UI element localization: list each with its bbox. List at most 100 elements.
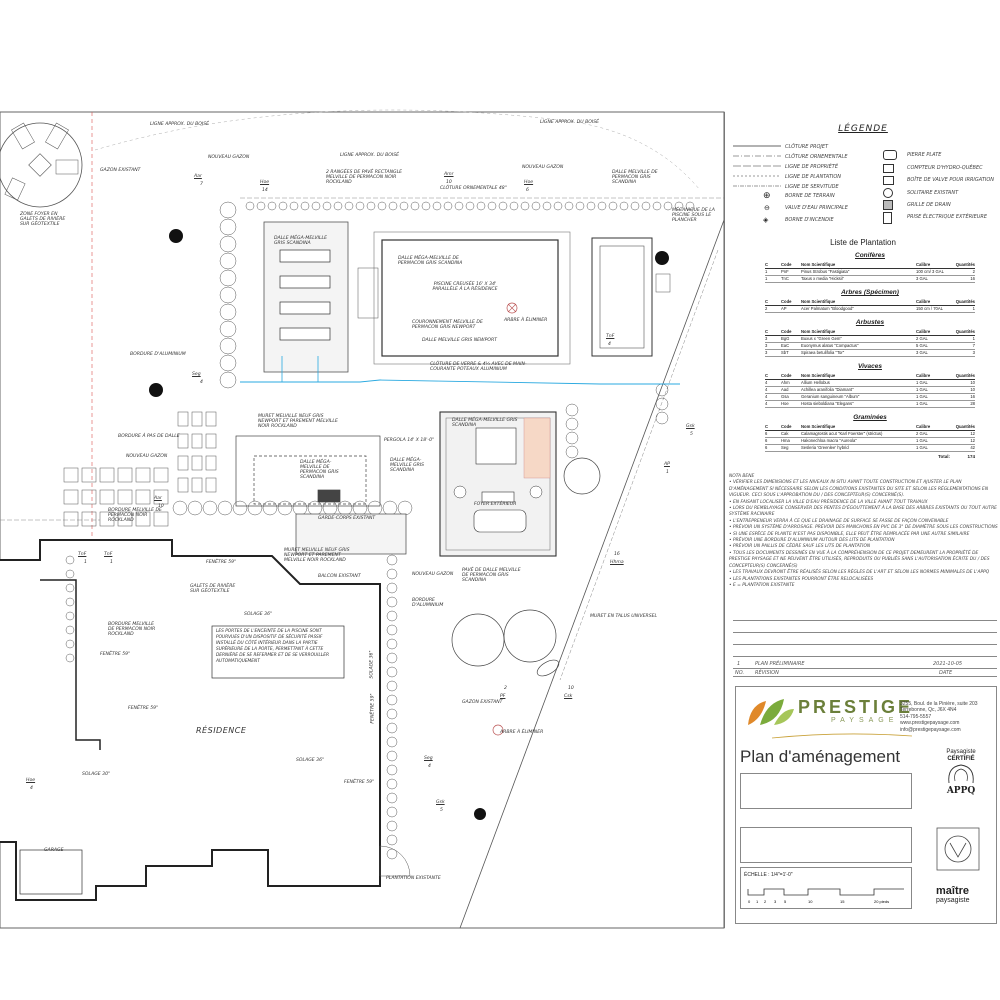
bed-shrub bbox=[232, 500, 248, 516]
hedge-shrub bbox=[619, 201, 629, 211]
plan-annotations: LIGNE APPROX. DU BOISÉ LIGNE APPROX. DU … bbox=[20, 120, 715, 881]
legend-symbol-r3: BOÎTE DE VALVE POUR IRRIGATION bbox=[907, 177, 995, 183]
plant-category-title: Conifères bbox=[855, 252, 885, 259]
plant-header-cell: Nom Scientifique bbox=[801, 329, 836, 334]
plant-cell: 16 bbox=[970, 276, 975, 281]
stepping-stone bbox=[81, 511, 97, 527]
sheet-sidebar: LÉGENDE CLÔTURE PROJET CLÔTURE ORNEMENTA… bbox=[724, 112, 1000, 928]
scale-tick-label: 1 bbox=[756, 899, 759, 904]
bed-shrub bbox=[65, 583, 75, 593]
hedge-shrub bbox=[542, 201, 552, 211]
note-item: • SI UNE ESPÈCE DE PLANTE N'EST PAS DISP… bbox=[729, 531, 970, 537]
hedge-cedar bbox=[219, 303, 237, 321]
appq-emblem-icon bbox=[948, 764, 974, 784]
hedge-shrub bbox=[608, 201, 618, 211]
bed-shrub bbox=[386, 568, 398, 580]
note-item: • PRÉVOIR UNE BORDURE D'ALUMINIUM AUTOUR… bbox=[729, 538, 895, 544]
tag-hoe-qty: 14 bbox=[262, 188, 268, 193]
plant-cell: 1 GAL bbox=[916, 380, 928, 385]
hedge-shrub bbox=[410, 201, 420, 211]
tag-ap-code: AP bbox=[664, 462, 670, 467]
label-woodland-3: LIGNE APPROX. DU BOISÉ bbox=[340, 153, 400, 158]
plant-header-cell: C bbox=[765, 373, 769, 378]
tag-tnf2-qty: 1 bbox=[84, 560, 87, 565]
hedge-shrub bbox=[377, 201, 387, 211]
bed-shrub bbox=[202, 500, 218, 516]
plant-category-title: Arbres (Spécimen) bbox=[841, 289, 899, 296]
label-fire-pit: ZONE FOYER EN GALETS DE RIVIÈRE SUR GÉOT… bbox=[20, 212, 66, 227]
plant-cell: 1 GAL bbox=[916, 387, 928, 392]
plant-cell: Hoe bbox=[781, 401, 789, 406]
hedge-shrub bbox=[641, 201, 651, 211]
rev-head-desc: RÉVISION bbox=[755, 670, 779, 676]
plant-cell: Allium Hellobus bbox=[801, 380, 830, 385]
garage-outline bbox=[19, 849, 83, 895]
water-valve-icon: ⊖ bbox=[764, 205, 770, 212]
bed-shrub bbox=[386, 596, 398, 608]
note-item: • PRÉVOIR UN SYSTÈME D'ARROSAGE. PRÉVOIR… bbox=[729, 525, 998, 531]
bed-shrub bbox=[277, 500, 293, 516]
hedge-shrub bbox=[443, 201, 453, 211]
bed-shrub bbox=[386, 792, 398, 804]
plant-cell: 7 bbox=[972, 343, 975, 348]
plant-cell: 3 bbox=[765, 343, 768, 348]
tag-seg2-qty: 4 bbox=[428, 764, 431, 769]
plant-cell: Euonymus alatus "Compactus" bbox=[801, 343, 859, 348]
plant-cell: 1 bbox=[765, 269, 768, 274]
label-residence: RÉSIDENCE bbox=[196, 726, 247, 735]
label-existing-plants: PLANTATION EXISTANTE bbox=[386, 876, 441, 881]
label-garage: GARAGE bbox=[44, 848, 64, 853]
plant-header-cell: Quantités bbox=[955, 329, 975, 334]
hedge-cedar bbox=[219, 218, 237, 236]
certification: Paysagiste CERTIFIÉ APPQ bbox=[932, 749, 990, 796]
hedge-shrub bbox=[355, 201, 365, 211]
hedge-shrub bbox=[597, 201, 607, 211]
tag-seg-code: Seg bbox=[192, 372, 201, 377]
door-note-box bbox=[211, 625, 345, 679]
stepping-stone bbox=[191, 411, 203, 427]
tag-csk-code: Csk bbox=[564, 694, 573, 699]
bed-shrub bbox=[386, 638, 398, 650]
label-wall-melville-2: MURET MELVILLE NEUF GRIS NEWPORT ET PARE… bbox=[284, 548, 350, 563]
note-item: • LORS DU REMBLAYAGE CONSERVER DES PENTE… bbox=[729, 506, 997, 518]
label-retaining-wall: MURET EN TALUS UNIVERSEL bbox=[590, 614, 658, 619]
tag-hoe2-code: Hoe bbox=[524, 180, 534, 185]
plant-cell: 2 bbox=[972, 269, 975, 274]
hedge-shrub bbox=[465, 201, 475, 211]
plant-cell: EaC bbox=[781, 343, 790, 348]
drain-grate-icon bbox=[883, 200, 893, 210]
bed-shrub bbox=[386, 666, 398, 678]
outlet-icon bbox=[883, 212, 892, 224]
hedge-shrub bbox=[498, 201, 508, 211]
plant-cell: Seg bbox=[781, 445, 789, 450]
label-border-melville-2: BORDURE MELVILLE DE PERMACON NOIR ROCKLA… bbox=[108, 622, 156, 637]
plant-cell: BgG bbox=[781, 336, 790, 341]
plant-cell: 1 GAL bbox=[916, 401, 928, 406]
woodland-approx-line bbox=[94, 109, 701, 191]
tag-amr-qty: 10 bbox=[446, 180, 452, 185]
hedge-cedar bbox=[219, 337, 237, 355]
hedge-shrub bbox=[278, 201, 288, 211]
legend-line-4: LIGNE DE PLANTATION bbox=[785, 174, 842, 180]
revision-block: 1 PLAN PRÉLIMINAIRE 2021-10-05 NO. RÉVIS… bbox=[733, 612, 997, 682]
bed-shrub bbox=[655, 397, 669, 411]
hedge-cedar bbox=[219, 286, 237, 304]
label-window-1: FENÊTRE 59" bbox=[206, 560, 237, 565]
stepping-stone bbox=[135, 467, 151, 483]
plan-title: Plan d'aménagement bbox=[740, 747, 901, 766]
plant-cell: SbT bbox=[781, 350, 789, 355]
stepping-stone bbox=[177, 433, 189, 449]
tag-aar2-qty: 10 bbox=[158, 504, 164, 509]
plant-cell: 100 cm/ 3 GAL bbox=[916, 269, 944, 274]
hedge-shrub bbox=[421, 201, 431, 211]
bed-shrub bbox=[386, 694, 398, 706]
plant-header-cell: Quantités bbox=[955, 424, 975, 429]
fire-pit-zone bbox=[0, 122, 83, 208]
logo-swoosh bbox=[772, 733, 912, 739]
stepping-stone bbox=[117, 489, 133, 505]
appq-text: APPQ bbox=[946, 786, 976, 796]
